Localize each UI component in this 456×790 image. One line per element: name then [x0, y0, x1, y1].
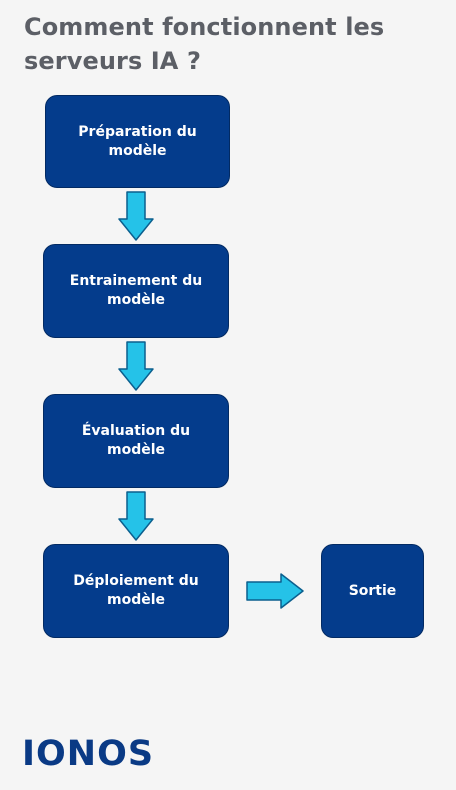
arrow-right-icon [246, 573, 304, 609]
step-label-training: Entrainement du modèle [69, 273, 203, 308]
step-box-training: Entrainement du modèle [43, 244, 229, 338]
arrow-down-icon [118, 491, 154, 541]
arrow-down-icon [118, 341, 154, 391]
step-box-evaluation: Évaluation du modèle [43, 394, 229, 488]
page-title: Comment fonctionnent les serveurs IA ? [24, 13, 385, 75]
ionos-logo: IONOS [22, 734, 155, 774]
arrow-down-icon [118, 191, 154, 241]
step-box-deployment: Déploiement du modèle [43, 544, 229, 638]
step-label-preparation: Préparation du modèle [78, 123, 197, 159]
output-box: Sortie [321, 544, 424, 638]
step-label-deployment: Déploiement du modèle [73, 573, 199, 608]
step-box-preparation: Préparation du modèle [45, 95, 230, 188]
step-label-evaluation: Évaluation du modèle [81, 423, 191, 458]
output-label: Sortie [348, 582, 397, 599]
